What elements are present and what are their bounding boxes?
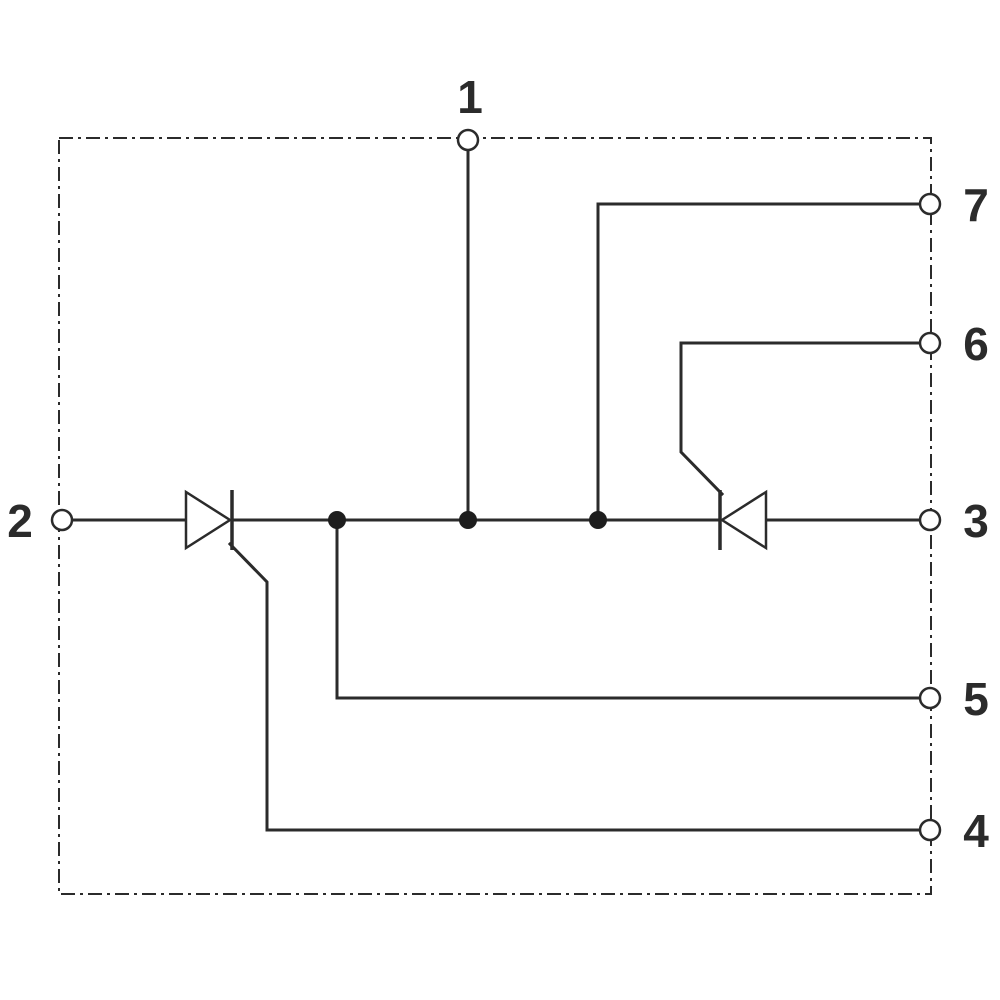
thyristor-left <box>184 489 234 551</box>
wire-pin4-gate <box>227 541 923 832</box>
terminal-5 <box>918 686 942 710</box>
pin-label-5: 5 <box>963 673 989 725</box>
thyristor-right-triangle <box>719 489 768 551</box>
pin-label-1: 1 <box>457 71 483 123</box>
pin-label-7: 7 <box>963 179 989 231</box>
terminal-4 <box>918 818 942 842</box>
terminal-2 <box>50 508 74 532</box>
thyristor-right <box>718 489 768 551</box>
junction-dot-pin7 <box>589 511 607 529</box>
junction-dot-pin1 <box>459 511 477 529</box>
pin-label-6: 6 <box>963 318 989 370</box>
pin-label-3: 3 <box>963 495 989 547</box>
wire-pin5 <box>335 518 923 700</box>
thyristor-left-triangle <box>184 489 233 551</box>
pin-label-2: 2 <box>7 495 33 547</box>
wire-pin7 <box>596 202 923 522</box>
terminal-1 <box>456 128 480 152</box>
pin-label-4: 4 <box>963 805 989 857</box>
terminal-7 <box>918 192 942 216</box>
wire-pin6-gate <box>679 341 923 497</box>
terminal-3 <box>918 508 942 532</box>
junction-dot-pin5 <box>328 511 346 529</box>
terminal-6 <box>918 331 942 355</box>
